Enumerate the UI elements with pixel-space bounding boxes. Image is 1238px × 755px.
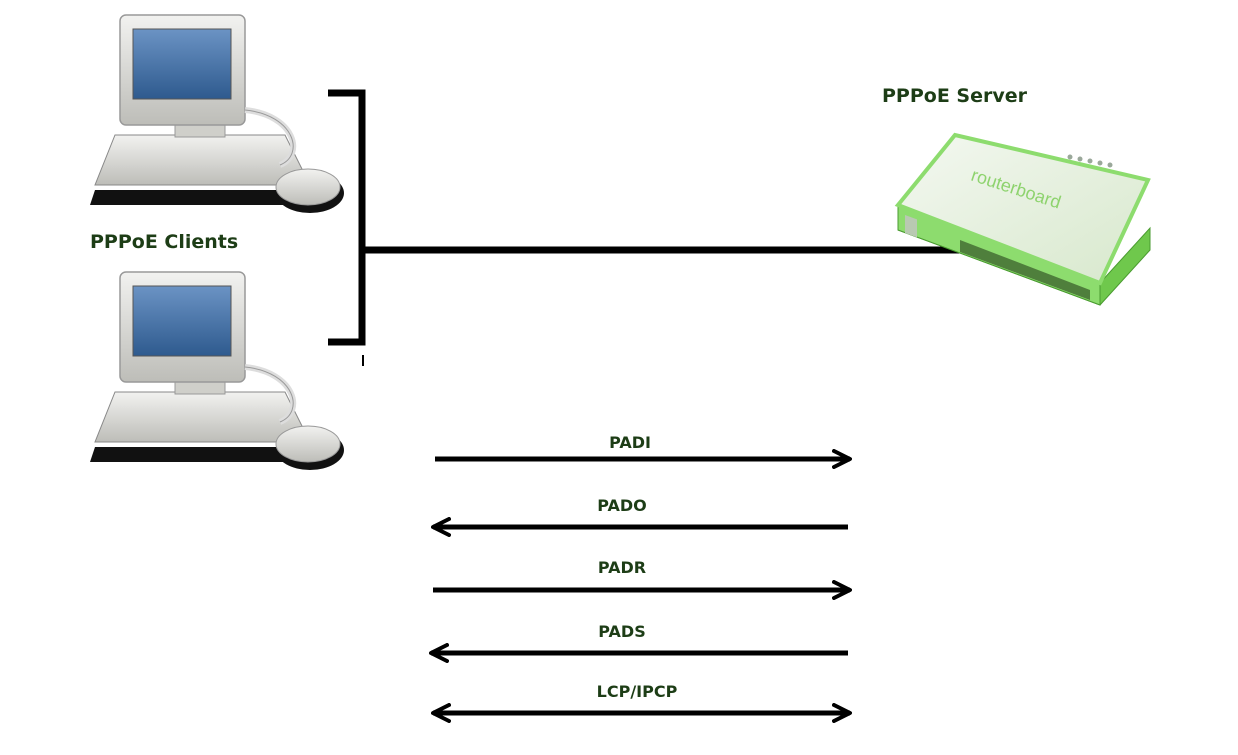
router-icon: routerboard	[894, 132, 1151, 306]
message-sequence: PADI PADO PADR PADS LCP/IPCP	[429, 433, 852, 723]
server-label: PPPoE Server	[882, 85, 1028, 107]
message-pads: PADS	[429, 622, 848, 663]
message-label: PADR	[598, 558, 646, 577]
message-label: PADI	[609, 433, 651, 452]
message-label: PADO	[597, 496, 647, 515]
message-label: PADS	[598, 622, 645, 641]
client-computer-2-icon	[90, 272, 344, 470]
message-padi: PADI	[435, 433, 852, 469]
client-computer-1-icon	[90, 15, 344, 213]
client-bracket	[328, 89, 366, 346]
message-padr: PADR	[433, 558, 852, 600]
clients-label: PPPoE Clients	[90, 231, 238, 253]
message-lcp-ipcp: LCP/IPCP	[431, 682, 852, 723]
message-pado: PADO	[431, 496, 848, 537]
message-label: LCP/IPCP	[597, 682, 678, 701]
